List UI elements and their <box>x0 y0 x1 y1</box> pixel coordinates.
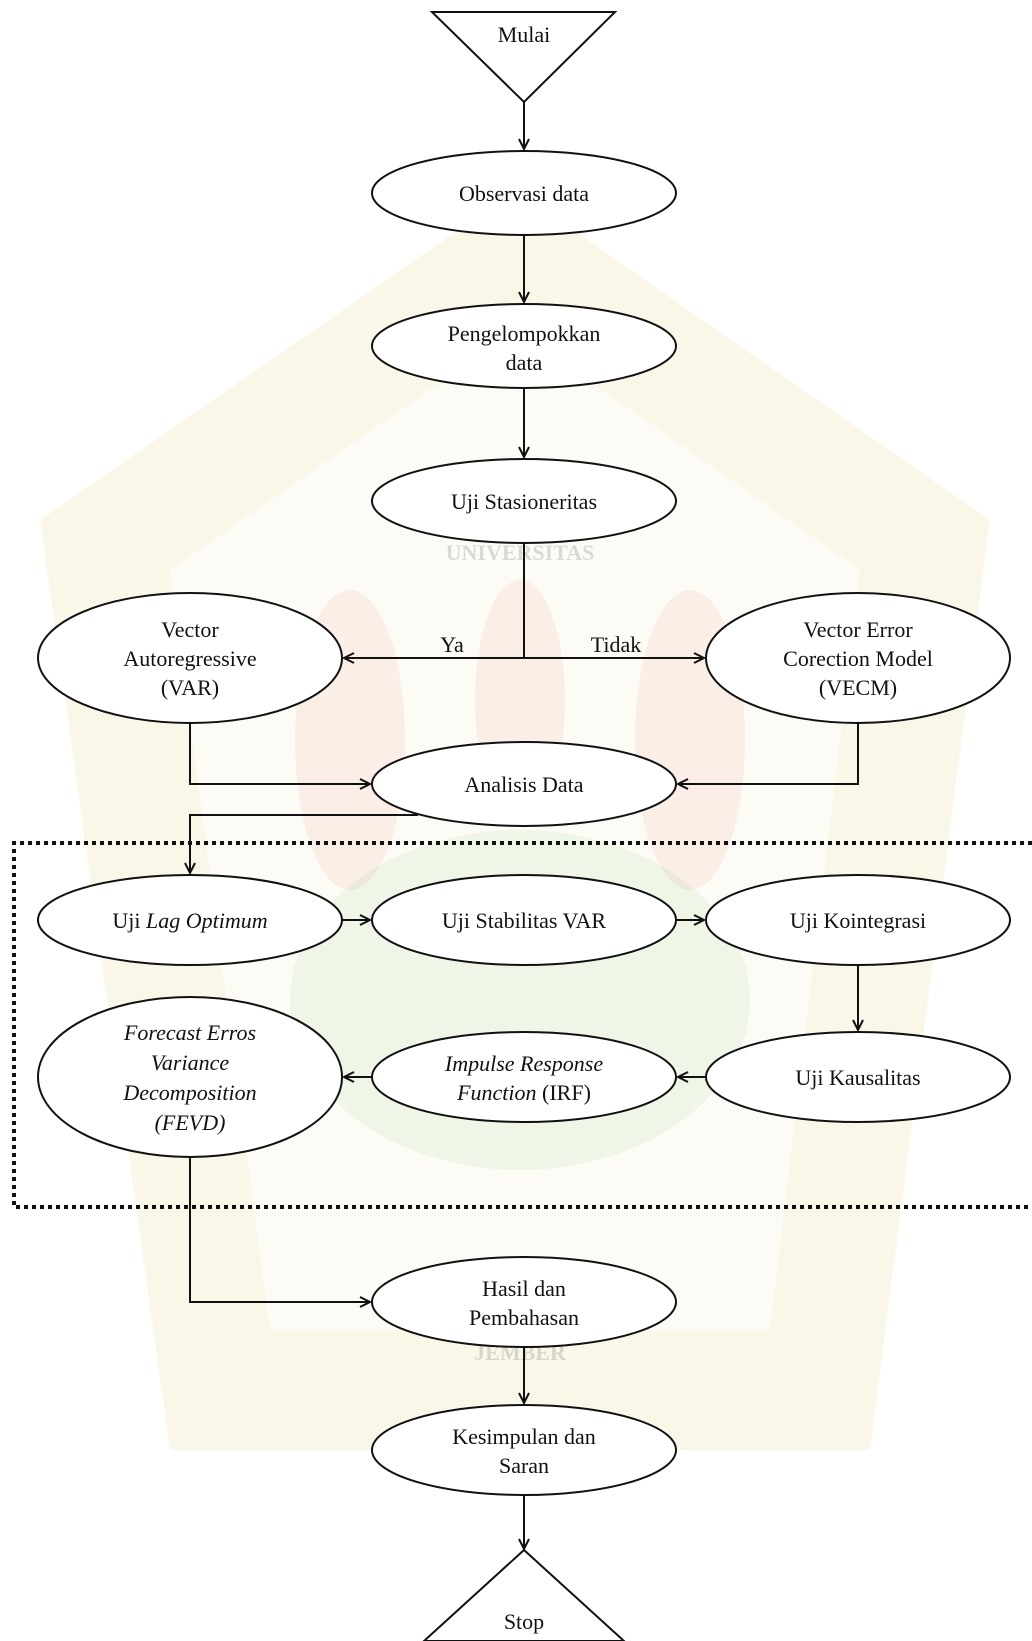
node-observasi-line-1: Observasi data <box>459 181 589 206</box>
node-uji-lag-optimum: Uji Lag Optimum <box>37 874 343 966</box>
node-vecm: Vector Error Corection Model (VECM) <box>705 592 1011 724</box>
node-hasil-line-1: Hasil dan <box>482 1276 566 1301</box>
node-var-line-2: Autoregressive <box>123 646 256 671</box>
arrow-var-to-analisis <box>189 723 370 784</box>
watermark-top-text: UNIVERSITAS <box>446 540 595 565</box>
node-lag-label: Uji Lag Optimum <box>112 908 267 933</box>
node-analisis-line-1: Analisis Data <box>464 772 583 797</box>
node-irf-line-2: Function (IRF) <box>456 1080 591 1105</box>
node-impulse-response-function: Impulse Response Function (IRF) <box>371 1031 677 1123</box>
node-fevd: Forecast Erros Variance Decomposition (F… <box>37 996 343 1158</box>
node-irf-line-1: Impulse Response <box>444 1051 603 1076</box>
arrow-vecm-to-analisis <box>678 723 859 784</box>
node-kesimpulan-line-2: Saran <box>499 1453 549 1478</box>
start-label: Mulai <box>498 22 551 47</box>
node-kausalitas-line-1: Uji Kausalitas <box>795 1065 920 1090</box>
node-kesimpulan-saran: Kesimpulan dan Saran <box>371 1404 677 1496</box>
node-pengelompokkan-line-1: Pengelompokkan <box>448 321 601 346</box>
branch-label-tidak: Tidak <box>591 632 642 657</box>
node-lag-prefix: Uji <box>112 908 140 933</box>
node-stabilitas-line-1: Uji Stabilitas VAR <box>442 908 607 933</box>
stop-terminator <box>422 1548 626 1641</box>
node-fevd-line-4: (FEVD) <box>155 1110 226 1135</box>
arrow-fevd-to-hasil <box>189 1157 370 1302</box>
node-hasil-pembahasan: Hasil dan Pembahasan <box>371 1256 677 1348</box>
node-analisis-data: Analisis Data <box>371 741 677 827</box>
arrow-analisis-to-lag <box>190 814 418 873</box>
branch-label-ya: Ya <box>440 632 464 657</box>
node-pengelompokkan-data: Pengelompokkan data <box>371 303 677 389</box>
node-uji-kointegrasi: Uji Kointegrasi <box>705 874 1011 966</box>
node-vecm-line-1: Vector Error <box>803 617 913 642</box>
node-lag-italic: Lag Optimum <box>145 908 268 933</box>
node-fevd-line-3: Decomposition <box>122 1080 256 1105</box>
node-kointegrasi-line-1: Uji Kointegrasi <box>790 908 926 933</box>
node-var-line-3: (VAR) <box>161 675 219 700</box>
node-var-line-1: Vector <box>161 617 219 642</box>
node-fevd-line-1: Forecast Erros <box>123 1020 256 1045</box>
node-stasioneritas-line-1: Uji Stasioneritas <box>451 489 597 514</box>
node-pengelompokkan-line-2: data <box>506 350 543 375</box>
analysis-group-frame <box>12 841 1032 1209</box>
node-var: Vector Autoregressive (VAR) <box>37 592 343 724</box>
node-kesimpulan-line-1: Kesimpulan dan <box>452 1424 596 1449</box>
node-observasi-data: Observasi data <box>371 150 677 236</box>
node-irf-line-2-suffix: (IRF) <box>542 1080 591 1105</box>
stop-label: Stop <box>504 1609 544 1634</box>
node-uji-kausalitas: Uji Kausalitas <box>705 1031 1011 1123</box>
node-uji-stasioneritas: Uji Stasioneritas <box>371 458 677 544</box>
node-vecm-line-2: Corection Model <box>783 646 933 671</box>
node-irf-line-2-italic: Function <box>456 1080 536 1105</box>
node-hasil-line-2: Pembahasan <box>469 1305 579 1330</box>
node-uji-stabilitas-var: Uji Stabilitas VAR <box>371 874 677 966</box>
start-terminator <box>429 11 618 104</box>
node-vecm-line-3: (VECM) <box>819 675 897 700</box>
node-fevd-line-2: Variance <box>151 1050 229 1075</box>
